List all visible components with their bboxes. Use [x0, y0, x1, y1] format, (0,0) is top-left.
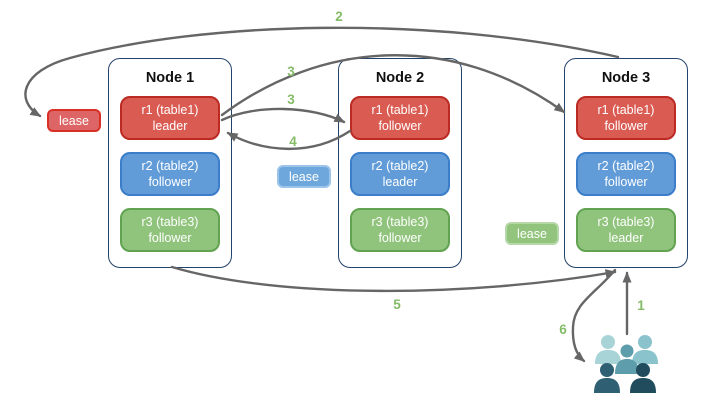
step-5-label: 5: [393, 297, 401, 312]
replica-role: follower: [148, 231, 192, 245]
node-2-replica-r1: r1 (table1) follower: [350, 96, 450, 140]
arrow-5-node1-to-node3-leader: [170, 265, 617, 293]
replica-name: r1 (table1): [371, 102, 429, 117]
node-2-replica-r3: r3 (table3) follower: [350, 208, 450, 252]
node-1-replica-r3: r3 (table3) follower: [120, 208, 220, 252]
arrow-6-leader-to-clients: [571, 268, 617, 363]
node-3-replica-r2: r2 (table2) follower: [576, 152, 676, 196]
replica-name: r3 (table3): [141, 214, 199, 229]
node-1-replica-r1: r1 (table1) leader: [120, 96, 220, 140]
replica-name: r1 (table1): [141, 102, 199, 117]
node-3-replica-r1: r1 (table1) follower: [576, 96, 676, 140]
replica-name: r2 (table2): [371, 158, 429, 173]
node-3-title: Node 3: [601, 70, 651, 86]
lease-label-blue: lease: [277, 165, 331, 188]
replica-role: follower: [378, 231, 422, 245]
node-1-title: Node 1: [145, 70, 195, 86]
replica-name: r3 (table3): [597, 214, 655, 229]
replica-role: leader: [152, 119, 188, 133]
step-1-label: 1: [637, 298, 645, 313]
node-2: Node 2 r1 (table1) follower r2 (table2) …: [338, 58, 462, 268]
replica-name: r1 (table1): [597, 102, 655, 117]
node-2-title: Node 2: [375, 70, 425, 86]
node-3: Node 3 r1 (table1) follower r2 (table2) …: [564, 58, 688, 268]
node-1: Node 1 r1 (table1) leader r2 (table2) fo…: [108, 58, 232, 268]
users-icon: [594, 335, 658, 393]
node-1-replica-r2: r2 (table2) follower: [120, 152, 220, 196]
replica-name: r3 (table3): [371, 214, 429, 229]
replica-name: r2 (table2): [141, 158, 199, 173]
replica-role: leader: [608, 231, 644, 245]
arrow-3-leader-to-node2-follower: [220, 107, 346, 124]
step-3-label-upper: 3: [287, 64, 295, 79]
replica-role: follower: [604, 175, 648, 189]
step-6-label: 6: [559, 322, 567, 337]
replica-role: leader: [382, 175, 418, 189]
node-3-replica-r3: r3 (table3) leader: [576, 208, 676, 252]
replica-name: r2 (table2): [597, 158, 655, 173]
replica-role: follower: [604, 119, 648, 133]
lease-label-red: lease: [47, 109, 101, 132]
step-4-label: 4: [289, 134, 297, 149]
node-2-replica-r2: r2 (table2) leader: [350, 152, 450, 196]
step-2-label: 2: [335, 9, 343, 24]
replica-role: follower: [148, 175, 192, 189]
step-3-label-lower: 3: [287, 92, 295, 107]
lease-label-green: lease: [505, 222, 559, 245]
replica-role: follower: [378, 119, 422, 133]
